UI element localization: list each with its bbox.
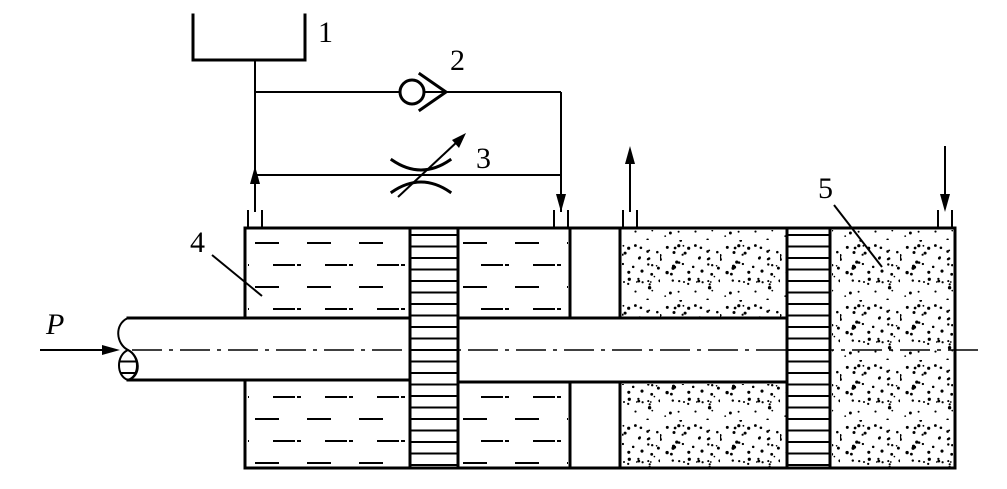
label-1: 1 [318, 16, 333, 49]
throttle-upper-arc [389, 157, 453, 172]
throttle-lower-arc [389, 180, 453, 195]
pneumatic-chamber-mid-upper [622, 230, 787, 317]
force-arrow-icon [102, 345, 120, 355]
piston-pneumatic [785, 226, 832, 470]
check-valve-seat [417, 71, 449, 113]
throttle-adjust-arrow-icon [452, 133, 466, 148]
gas-outlet-arrow-icon [625, 146, 635, 164]
hydraulic-chamber-left-lower [248, 383, 408, 466]
hydraulic-chamber-left-upper [248, 231, 408, 316]
piston-hydraulic [408, 226, 460, 470]
rod-break-section [118, 348, 138, 382]
arrow-down-icon [556, 194, 566, 212]
gas-inlet-arrow-icon [940, 194, 950, 212]
tank [191, 13, 307, 62]
hydraulic-chamber-mid-lower [461, 385, 568, 466]
hydraulic-chamber-mid-upper [461, 231, 568, 316]
label-4: 4 [190, 226, 205, 259]
throttle-adjust-stem [397, 140, 459, 198]
label-2: 2 [450, 44, 465, 77]
leader-4 [211, 254, 263, 297]
pneumatic-chamber-right [832, 230, 953, 467]
check-valve-ball [398, 78, 426, 106]
label-3: 3 [476, 142, 491, 175]
leader-5 [833, 204, 883, 268]
pneumatic-chamber-mid-lower [622, 384, 787, 467]
label-5: 5 [818, 172, 833, 205]
label-force: P [45, 308, 64, 341]
